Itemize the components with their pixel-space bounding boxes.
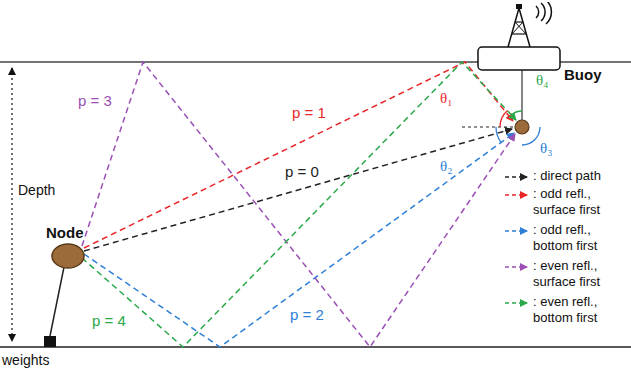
angle-arc bbox=[511, 111, 522, 115]
weights-block bbox=[44, 336, 56, 347]
sea-bottom bbox=[0, 346, 631, 348]
mooring-line bbox=[50, 267, 64, 336]
legend-text: : odd refl., bottom first bbox=[533, 222, 628, 254]
hydrophone bbox=[515, 120, 529, 134]
path-label: p = 2 bbox=[290, 306, 324, 323]
angle-arc bbox=[500, 111, 508, 128]
ray-p2 bbox=[84, 133, 514, 347]
legend-samples bbox=[505, 177, 527, 303]
legend-text: : odd refl., surface first bbox=[533, 186, 628, 218]
part-label: weights bbox=[2, 352, 49, 368]
node-label: Buoy bbox=[564, 66, 602, 83]
legend-text: : even refl., surface first bbox=[533, 258, 628, 290]
node-label: Node bbox=[46, 224, 84, 241]
angle-label: θ₁ bbox=[440, 90, 452, 107]
legend-text: : direct path bbox=[533, 168, 628, 184]
direct-ray bbox=[84, 129, 512, 251]
path-label: p = 1 bbox=[292, 104, 326, 121]
path-label: p = 4 bbox=[92, 312, 126, 329]
depth-arrow bbox=[11, 68, 12, 341]
ray-p3 bbox=[82, 62, 515, 347]
node-sensor: Node bbox=[44, 224, 90, 270]
hydrophone-cable bbox=[521, 70, 522, 120]
angle-label: θ₃ bbox=[540, 140, 552, 157]
dimension-label: Depth bbox=[18, 182, 55, 198]
path-label: p = 0 bbox=[285, 163, 319, 180]
angle-label: θ₂ bbox=[440, 158, 452, 175]
angle-arc bbox=[496, 127, 501, 142]
ray-p4 bbox=[82, 62, 516, 347]
reference-line bbox=[462, 127, 514, 128]
angle-label: θ₄ bbox=[536, 72, 548, 89]
ray-p1 bbox=[84, 62, 513, 248]
path-label: p = 3 bbox=[78, 92, 112, 109]
legend-text: : even refl., bottom first bbox=[533, 294, 628, 326]
